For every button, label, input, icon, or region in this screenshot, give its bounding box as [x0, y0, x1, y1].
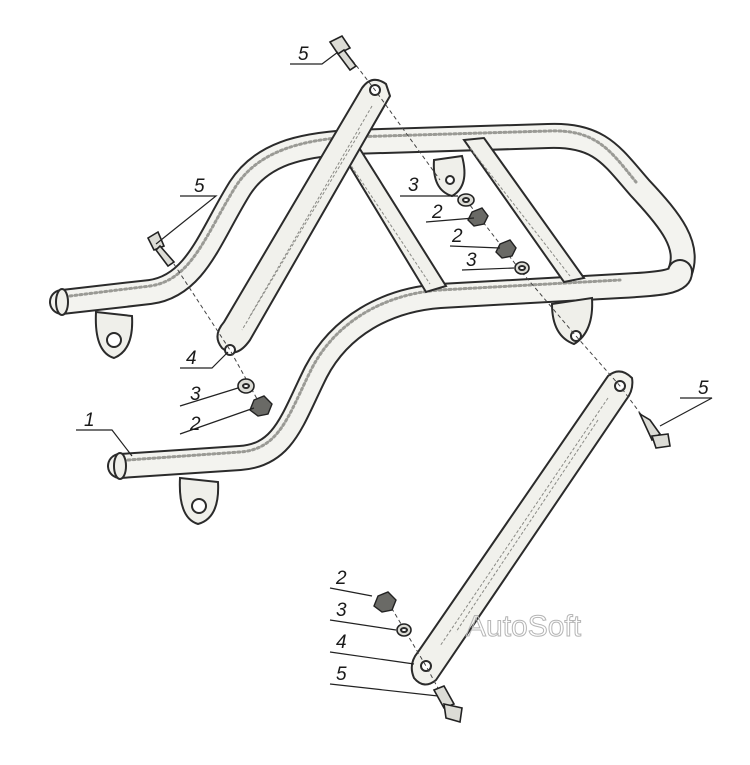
- tube-end-near: [113, 452, 127, 480]
- bracket-lower: [550, 296, 594, 346]
- watermark: AutoSoft: [466, 610, 582, 643]
- callout-5-left: 5: [194, 176, 205, 197]
- callout-2-left: 2: [189, 414, 201, 435]
- callout-2-bottom: 2: [335, 568, 347, 589]
- callout-4-bottom: 4: [336, 632, 347, 653]
- nut-upper: [467, 207, 489, 227]
- tube-end-far: [55, 288, 69, 316]
- fasteners: [146, 34, 671, 724]
- callout-5-top: 5: [298, 44, 309, 65]
- callout-3-middle: 3: [466, 250, 477, 271]
- callout-5-right: 5: [698, 378, 709, 399]
- callout-1-frame: 1: [84, 410, 95, 431]
- callout-2-upper: 2: [431, 202, 443, 223]
- mount-lug-upper-hole: [106, 332, 122, 348]
- mount-lug-lower-hole: [191, 498, 207, 514]
- bolt-top: [328, 34, 358, 72]
- bolt-left: [146, 230, 176, 268]
- nut-middle: [495, 239, 517, 259]
- callout-labels: 5 5 3 2 2 3 4 3 2 1 5 2 3 4 5: [84, 44, 709, 685]
- callout-4-left: 4: [186, 348, 197, 369]
- callout-3-bottom: 3: [336, 600, 347, 621]
- strut-upper: [216, 78, 392, 356]
- leader-lines: [76, 51, 713, 697]
- cross-bar-left: [338, 144, 448, 294]
- callout-3-upper: 3: [408, 175, 419, 196]
- rear-rack-frame: [49, 122, 696, 526]
- callout-5-bottom: 5: [336, 664, 347, 685]
- callout-2-middle: 2: [451, 226, 463, 247]
- bolt-right: [638, 411, 671, 449]
- cross-bar-right: [462, 136, 586, 284]
- strut-lower-bottom-hole: [420, 660, 432, 672]
- nut-left: [249, 395, 273, 417]
- callout-3-left: 3: [190, 384, 201, 405]
- bolt-bottom: [432, 684, 463, 724]
- nut-bottom: [373, 591, 397, 613]
